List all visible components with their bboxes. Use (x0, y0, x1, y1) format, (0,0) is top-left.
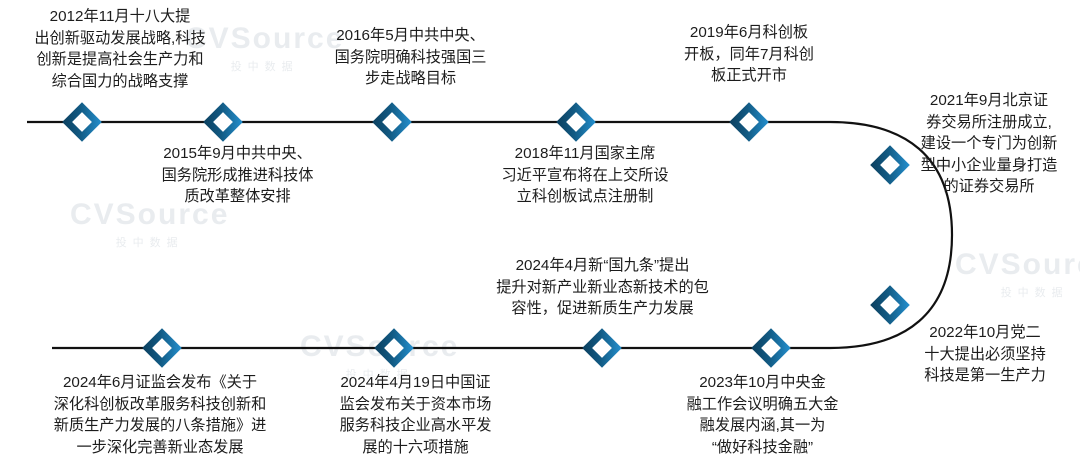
event-line: 质改革整体安排 (184, 188, 291, 206)
marker-2024-guojiutiao[interactable] (582, 328, 622, 368)
event-line: 开板，同年7月科创 (684, 45, 814, 63)
marker-2021[interactable] (870, 145, 910, 185)
event-line: 2021年9月北京证 (929, 92, 1049, 109)
event-label-2018: 2018年11月国家主席 习近平宣布将在上交所设 立科创板试点注册制 (485, 143, 685, 208)
event-line: 十大提出必须坚持 (924, 345, 1046, 363)
event-line: 券交易所注册成立, (926, 113, 1052, 131)
event-line: 的证券交易所 (943, 178, 1035, 196)
event-line: 科技是第一生产力 (924, 367, 1046, 385)
event-line: 深化科创板改革服务科技创新和 (53, 395, 267, 413)
event-label-2022: 2022年10月党二 十大提出必须坚持 科技是第一生产力 (905, 322, 1065, 387)
event-line: 2012年11月十八大提 (49, 8, 191, 25)
event-line: 2024年6月证监会发布《关于 (62, 374, 258, 391)
event-label-2012: 2012年11月十八大提 出创新驱动发展战略,科技 创新是提高社会生产力和 综合… (10, 6, 230, 92)
event-line: 一步深化完善新业态发展 (76, 438, 244, 456)
event-label-2015: 2015年9月中共中央、 国务院形成推进科技体 质改革整体安排 (145, 143, 330, 208)
event-line: 2018年11月国家主席 (514, 145, 656, 162)
event-line: 2019年6月科创板 (689, 24, 809, 41)
watermark: CVSource 投中数据 (955, 248, 1080, 299)
event-line: 融发展内涵,其一为 (699, 417, 826, 435)
marker-2022[interactable] (870, 285, 910, 325)
marker-2024-eight-measures[interactable] (142, 328, 182, 368)
event-line: 立科创板试点注册制 (516, 188, 654, 206)
event-line: 2022年10月党二 (929, 324, 1041, 341)
marker-2023[interactable] (751, 328, 791, 368)
event-line: 2015年9月中共中央、 (163, 145, 312, 162)
event-line: 容性，促进新质生产力发展 (511, 300, 694, 318)
event-line: 创新是提高社会生产力和 (36, 51, 204, 69)
event-line: 型中小企业量身打造 (920, 156, 1058, 174)
event-line: 板正式开市 (711, 67, 787, 85)
event-line: 2023年10月中央金 (699, 374, 826, 391)
event-line: 服务科技企业高水平发 (339, 417, 492, 435)
marker-2018[interactable] (556, 102, 596, 142)
event-line: 2016年5月中共中央、 (336, 27, 485, 44)
marker-2019[interactable] (729, 102, 769, 142)
event-line: 国务院明确科技强国三 (334, 48, 487, 66)
event-label-2024-sixteen-measures: 2024年4月19日中国证 监会发布关于资本市场 服务科技企业高水平发 展的十六… (318, 372, 513, 458)
event-line: 监会发布关于资本市场 (339, 395, 492, 413)
marker-2015[interactable] (203, 102, 243, 142)
event-line: 新质生产力发展的八条措施》进 (53, 417, 267, 435)
event-line: 2024年4月新“国九条”提出 (515, 257, 690, 274)
timeline-track (27, 120, 954, 350)
marker-2024-sixteen-measures[interactable] (374, 328, 414, 368)
event-label-2023: 2023年10月中央金 融工作会议明确五大金 融发展内涵,其一为 “做好科技金融… (670, 372, 855, 458)
event-line: 出创新驱动发展战略,科技 (34, 29, 206, 47)
event-line: 建设一个专门为创新 (920, 135, 1058, 153)
event-line: 综合国力的战略支撑 (51, 72, 189, 90)
event-line: 提升对新产业新业态新技术的包 (496, 278, 709, 296)
event-line: 2024年4月19日中国证 (340, 374, 491, 391)
event-label-2019: 2019年6月科创板 开板，同年7月科创 板正式开市 (665, 22, 833, 87)
event-label-2024-eight-measures: 2024年6月证监会发布《关于 深化科创板改革服务科技创新和 新质生产力发展的八… (20, 372, 300, 458)
watermark: CVSource 投中数据 (185, 22, 345, 73)
event-line: 步走战略目标 (364, 70, 457, 88)
marker-2012[interactable] (62, 102, 102, 142)
watermark: CVSource 投中数据 (300, 330, 457, 381)
event-label-2016: 2016年5月中共中央、 国务院明确科技强国三 步走战略目标 (318, 25, 503, 90)
watermark: CVSource 投中数据 (70, 198, 230, 249)
timeline-marker-group (62, 102, 910, 368)
event-line: 国务院形成推进科技体 (161, 166, 314, 184)
event-label-2024-guojiutiao: 2024年4月新“国九条”提出 提升对新产业新业态新技术的包 容性，促进新质生产… (455, 255, 750, 320)
event-line: 融工作会议明确五大金 (686, 395, 839, 413)
event-line: 展的十六项措施 (362, 438, 469, 456)
event-line: 习近平宣布将在上交所设 (501, 166, 669, 184)
event-label-2021: 2021年9月北京证 券交易所注册成立, 建设一个专门为创新 型中小企业量身打造… (905, 90, 1073, 198)
event-line: “做好科技金融” (711, 438, 814, 456)
marker-2016[interactable] (372, 102, 412, 142)
